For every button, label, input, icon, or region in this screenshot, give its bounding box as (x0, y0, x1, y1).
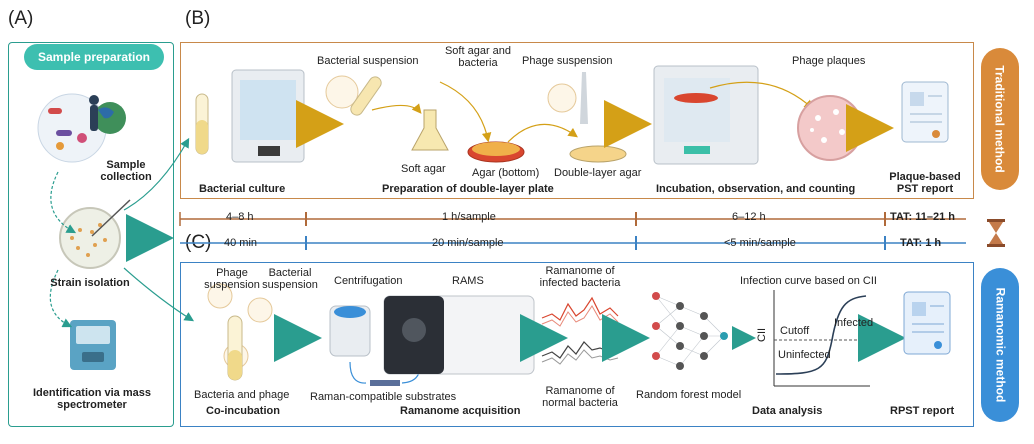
infected-spectra-icon (541, 296, 619, 327)
ram-time-3: <5 min/sample (724, 237, 796, 249)
double-layer-plate-icon (569, 145, 627, 163)
incubator-icon-2 (653, 65, 759, 165)
trad-time-3: 6–12 h (732, 211, 766, 223)
panel-b-letter: (B) (185, 8, 211, 29)
strain-isolation-plate-icon (59, 199, 131, 269)
ramanome-acquisition-label: Ramanome acquisition (400, 405, 521, 417)
panel-a-letter: (A) (8, 8, 34, 29)
traditional-timeline (179, 212, 966, 226)
double-layer-agar-label: Double-layer agar (554, 167, 642, 179)
bacterial-suspension-tube-icon (325, 75, 382, 116)
random-forest-label: Random forest model (636, 389, 742, 401)
centrifugation-label: Centrifugation (334, 275, 403, 287)
bacterial-suspension-label: Bacterial suspension (317, 55, 419, 67)
centrifuge-icon (329, 305, 371, 357)
phage-suspension-c-label: Phage suspension (204, 267, 260, 291)
rams-instrument-icon (383, 295, 535, 375)
sample-collection-label: Sample collection (100, 159, 152, 183)
infection-curve-chart (773, 290, 870, 387)
traditional-method-tab: Traditional method (981, 48, 1019, 190)
incubation-label: Incubation, observation, and counting (656, 183, 856, 195)
rpst-report-icon (903, 291, 951, 355)
data-analysis-label: Data analysis (752, 405, 823, 417)
trad-time-2: 1 h/sample (442, 211, 496, 223)
culture-tube-icon (195, 93, 209, 155)
cutoff-label: Cutoff (780, 325, 810, 337)
uninfected-label: Uninfected (778, 349, 831, 361)
ramanomic-timeline (180, 236, 966, 250)
pst-report-label: Plaque-based PST report (889, 171, 961, 195)
infected-label: Infected (834, 317, 874, 329)
substrate-chip-icon (370, 380, 400, 386)
ram-time-1: 40 min (224, 237, 258, 249)
mass-spectrometer-icon (70, 320, 116, 370)
soft-agar-flask-icon (411, 109, 449, 151)
ramanomic-method-panel (180, 262, 974, 427)
phage-plaques-plate-icon (797, 95, 863, 161)
random-forest-network-icon (655, 295, 725, 367)
rams-label: RAMS (452, 275, 484, 287)
cii-axis-label: CII (756, 327, 768, 342)
incubator-icon-1 (231, 69, 305, 163)
normal-spectra-icon (541, 341, 619, 365)
bacterial-culture-label: Bacterial culture (199, 183, 286, 195)
sample-preparation-header: Sample preparation (24, 44, 164, 70)
identification-label: Identification via mass spectrometer (33, 387, 151, 411)
agar-plate-icon (467, 141, 525, 163)
ramanome-infected-label: Ramanome of infected bacteria (539, 265, 621, 289)
rpst-report-label: RPST report (890, 405, 955, 417)
strain-isolation-label: Strain isolation (50, 277, 130, 289)
network-nodes (652, 292, 728, 370)
co-incubation-tube-icon (207, 283, 273, 381)
soft-agar-bacteria-label: Soft agar and bacteria (444, 45, 512, 69)
ramanomic-method-tab: Ramanomic method (981, 268, 1019, 422)
ram-time-2: 20 min/sample (432, 237, 504, 249)
preparation-label: Preparation of double-layer plate (382, 183, 554, 195)
sample-collection-icon (37, 93, 126, 163)
trad-tat: TAT: 11–21 h (890, 211, 956, 223)
trad-time-1: 4–8 h (226, 211, 254, 223)
infection-curve-title: Infection curve based on CII (740, 275, 877, 287)
phage-suspension-label: Phage suspension (522, 55, 613, 67)
ramanome-normal-label: Ramanome of normal bacteria (542, 385, 618, 409)
pst-report-icon (901, 81, 949, 143)
soft-agar-label: Soft agar (401, 163, 446, 175)
bacteria-phage-label: Bacteria and phage (194, 389, 290, 401)
phage-suspension-icon (547, 72, 588, 124)
traditional-method-panel (180, 42, 974, 199)
co-incubation-label: Co-incubation (206, 405, 280, 417)
substrates-label: Raman-compatible substrates (310, 391, 457, 403)
hourglass-icon (987, 219, 1005, 247)
ram-tat: TAT: 1 h (900, 237, 942, 249)
bacterial-suspension-c-label: Bacterial suspension (262, 267, 318, 291)
phage-plaques-label: Phage plaques (792, 55, 866, 67)
agar-bottom-label: Agar (bottom) (472, 167, 540, 179)
